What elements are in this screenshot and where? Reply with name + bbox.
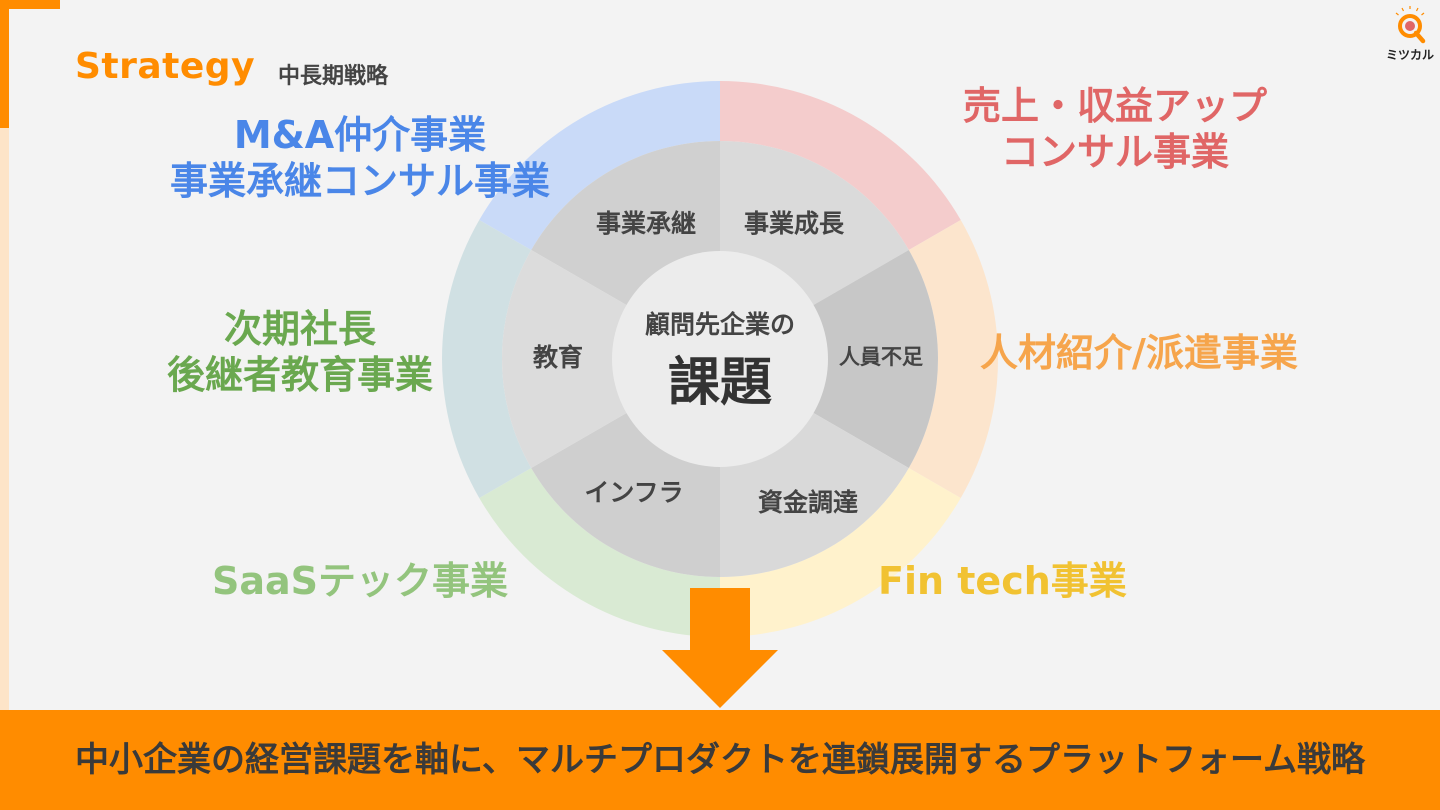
- segment-business-succession: 事業承継: [595, 209, 696, 238]
- strategy-banner-text: 中小企業の経営課題を軸に、マルチプロダクトを連鎖展開するプラットフォーム戦略: [75, 740, 1365, 780]
- outer-seg-fintech: [720, 468, 961, 637]
- segment-infrastructure: インフラ: [584, 478, 684, 507]
- business-revenue-consulting: 売上・収益アップ コンサル事業: [935, 84, 1295, 175]
- strategy-banner: 中小企業の経営課題を軸に、マルチプロダクトを連鎖展開するプラットフォーム戦略: [0, 710, 1440, 810]
- business-successor-line1: 次期社長: [223, 307, 376, 351]
- business-successor-education: 次期社長 後継者教育事業: [140, 307, 460, 398]
- business-ma-line1: M&A仲介事業: [233, 113, 487, 157]
- logo-name: ミツカル: [1385, 48, 1434, 62]
- accent-line-left: [0, 128, 9, 710]
- accent-corner-top: [0, 0, 60, 9]
- segment-fundraising: 資金調達: [757, 488, 858, 517]
- outer-seg-successor: [442, 220, 532, 498]
- business-ma-line2: 事業承継コンサル事業: [169, 158, 550, 203]
- segment-business-growth: 事業成長: [743, 209, 844, 238]
- business-revenue-line2: コンサル事業: [1000, 129, 1229, 174]
- accent-corner-left: [0, 0, 9, 128]
- down-arrow-icon: [662, 588, 778, 708]
- business-fintech: Fin tech事業: [878, 559, 1127, 603]
- outer-ring: [442, 81, 998, 637]
- business-successor-line2: 後継者教育事業: [166, 352, 433, 397]
- outer-seg-staffing: [908, 220, 998, 498]
- page-subtitle: 中長期戦略: [278, 64, 389, 89]
- segment-staff-shortage: 人員不足: [839, 345, 923, 369]
- business-staffing: 人材紹介/派遣事業: [980, 331, 1298, 375]
- inner-seg-staff: [806, 250, 938, 468]
- outer-seg-ma: [479, 81, 720, 250]
- outer-seg-revenue: [720, 81, 961, 250]
- business-revenue-line1: 売上・収益アップ: [962, 84, 1267, 128]
- center-caption: 顧問先企業の: [644, 310, 795, 339]
- center-title: 課題: [667, 353, 772, 413]
- inner-seg-education: [502, 250, 634, 468]
- page-title: Strategy: [75, 46, 256, 87]
- segment-education: 教育: [532, 343, 583, 372]
- business-saas-tech: SaaSテック事業: [211, 559, 509, 603]
- outer-seg-saas: [479, 468, 720, 637]
- magnifier-q-icon: [1395, 6, 1426, 44]
- business-ma-consulting: M&A仲介事業 事業承継コンサル事業: [140, 113, 580, 204]
- center-circle: [612, 251, 828, 467]
